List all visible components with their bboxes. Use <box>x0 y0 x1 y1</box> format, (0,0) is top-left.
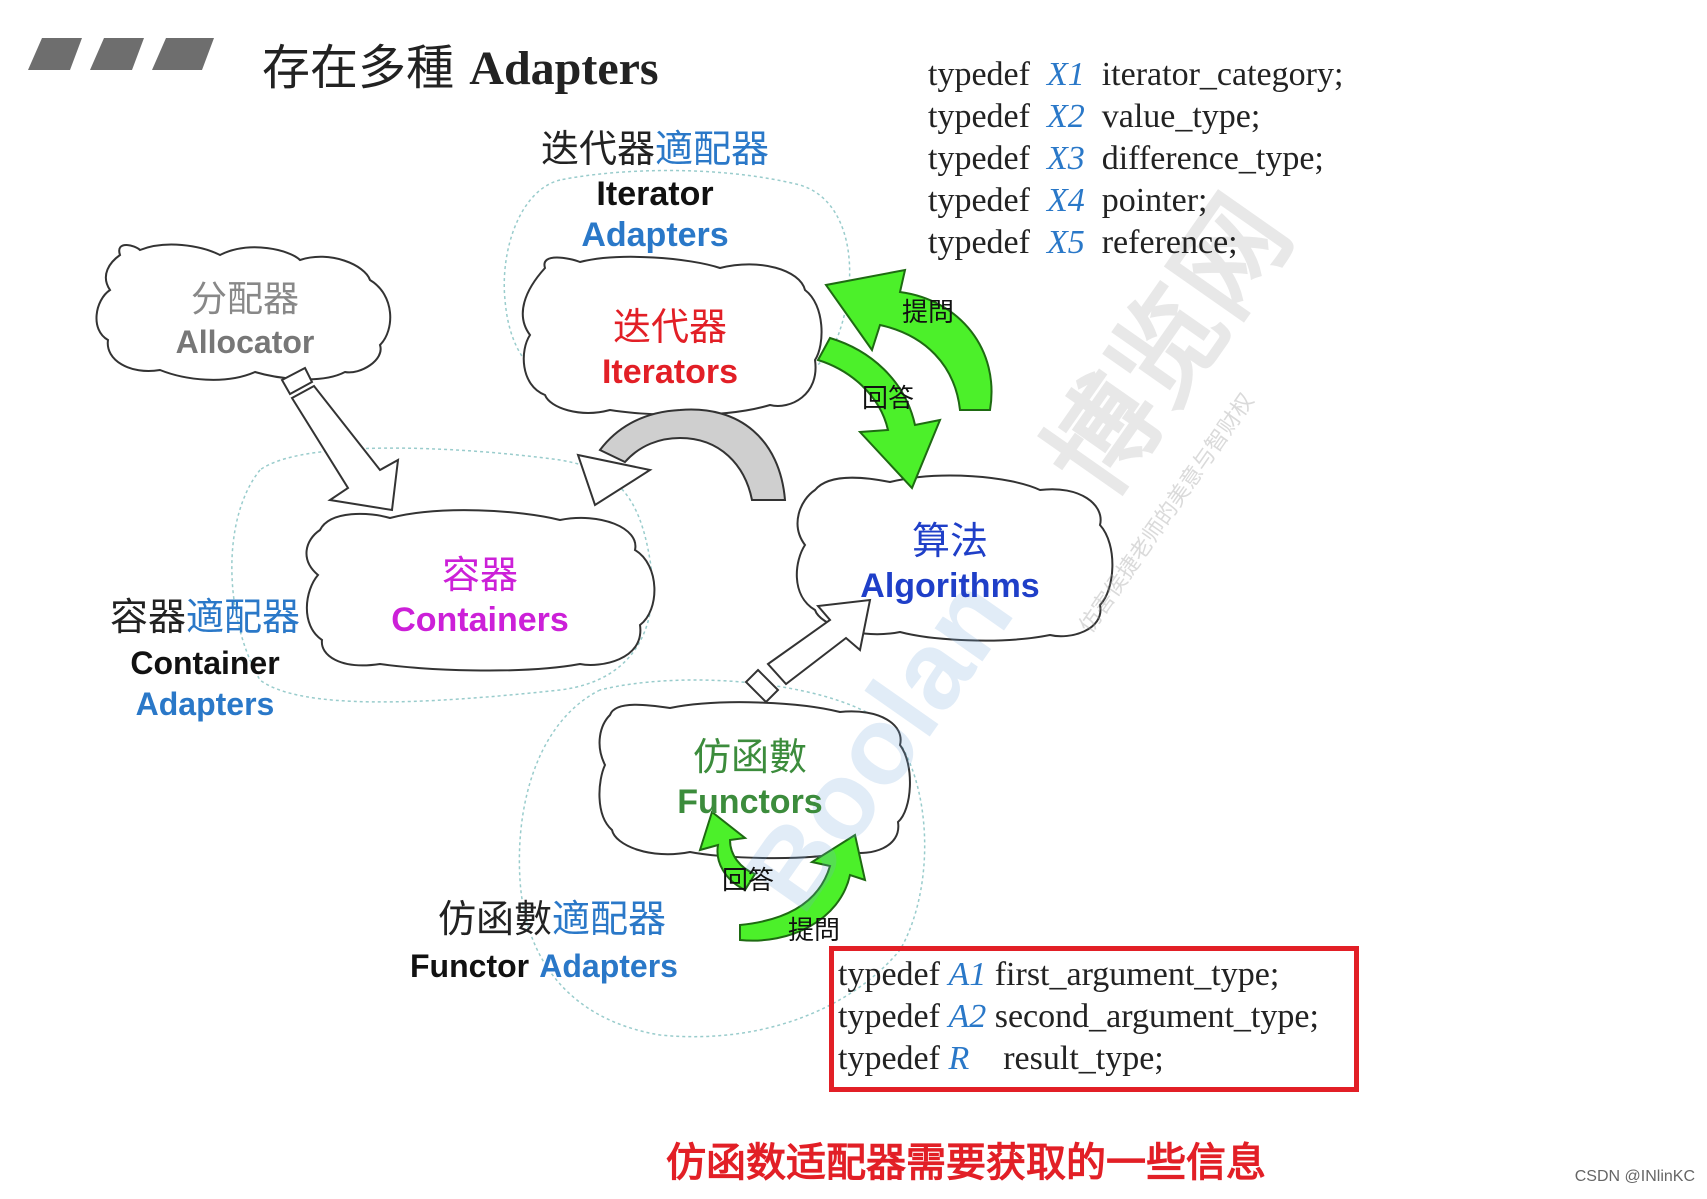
algorithms-cloud <box>795 474 1114 642</box>
ask-label-top: 提問 <box>902 298 955 328</box>
functor-typedef-1: typedef A2 second_argument_type; <box>838 998 1319 1035</box>
functors-to-algorithms-arrow <box>744 598 872 704</box>
functor-adapters-label: 仿函數適配器 Functor Adapters <box>410 897 678 984</box>
functor-typedef-2: typedef R result_type; <box>838 1040 1164 1077</box>
title-bars <box>28 38 214 70</box>
iterator-typedef-2: typedef X3 difference_type; <box>928 140 1324 177</box>
iterators-to-containers-arrow <box>576 408 787 507</box>
iterator-typedef-list: typedef X1 iterator_category; typedef X2… <box>928 54 1343 264</box>
answer-label-bottom: 回答 <box>722 866 775 896</box>
iterator-typedef-1: typedef X2 value_type; <box>928 98 1261 135</box>
green-answer-arrow-bottom <box>698 810 757 892</box>
answer-label-top: 回答 <box>862 384 915 414</box>
functors-label: 仿函數 Functors <box>677 735 823 821</box>
allocator-cloud <box>95 243 392 381</box>
functor-typedef-0: typedef A1 first_argument_type; <box>838 956 1280 993</box>
container-adapters-label: 容器適配器 Container Adapters <box>109 595 301 722</box>
containers-label: 容器 Containers <box>391 553 569 639</box>
credit-text: CSDN @INlinKC <box>1574 1168 1695 1185</box>
green-ask-arrow-top <box>824 268 993 411</box>
iterator-typedef-0: typedef X1 iterator_category; <box>928 56 1344 93</box>
functor-typedef-list: typedef A1 first_argument_type; typedef … <box>838 954 1319 1080</box>
page-title: 存在多種 Adapters <box>262 28 659 98</box>
caption: 仿函数适配器需要获取的一些信息 <box>666 1140 1266 1186</box>
ask-label-bottom: 提問 <box>788 916 841 946</box>
functor-typedef-highlight-box <box>829 946 1359 1092</box>
green-answer-arrow-top <box>816 336 942 490</box>
title-en: Adapters <box>469 42 659 95</box>
iterator-typedef-4: typedef X5 reference; <box>928 224 1238 261</box>
container-adapter-region <box>231 447 654 703</box>
allocator-to-containers-arrow <box>280 366 400 512</box>
iterator-adapters-label: 迭代器適配器 Iterator Adapters <box>540 127 770 254</box>
algorithms-label: 算法 Algorithms <box>860 519 1040 605</box>
functors-cloud <box>598 701 911 860</box>
iterator-typedef-3: typedef X4 pointer; <box>928 182 1208 219</box>
iterators-cloud <box>521 255 823 416</box>
green-ask-arrow-bottom <box>739 833 867 942</box>
allocator-label: 分配器 Allocator <box>175 279 315 360</box>
title-cjk: 存在多種 <box>262 40 455 96</box>
iterators-label: 迭代器 Iterators <box>601 305 739 391</box>
containers-cloud <box>305 509 656 672</box>
